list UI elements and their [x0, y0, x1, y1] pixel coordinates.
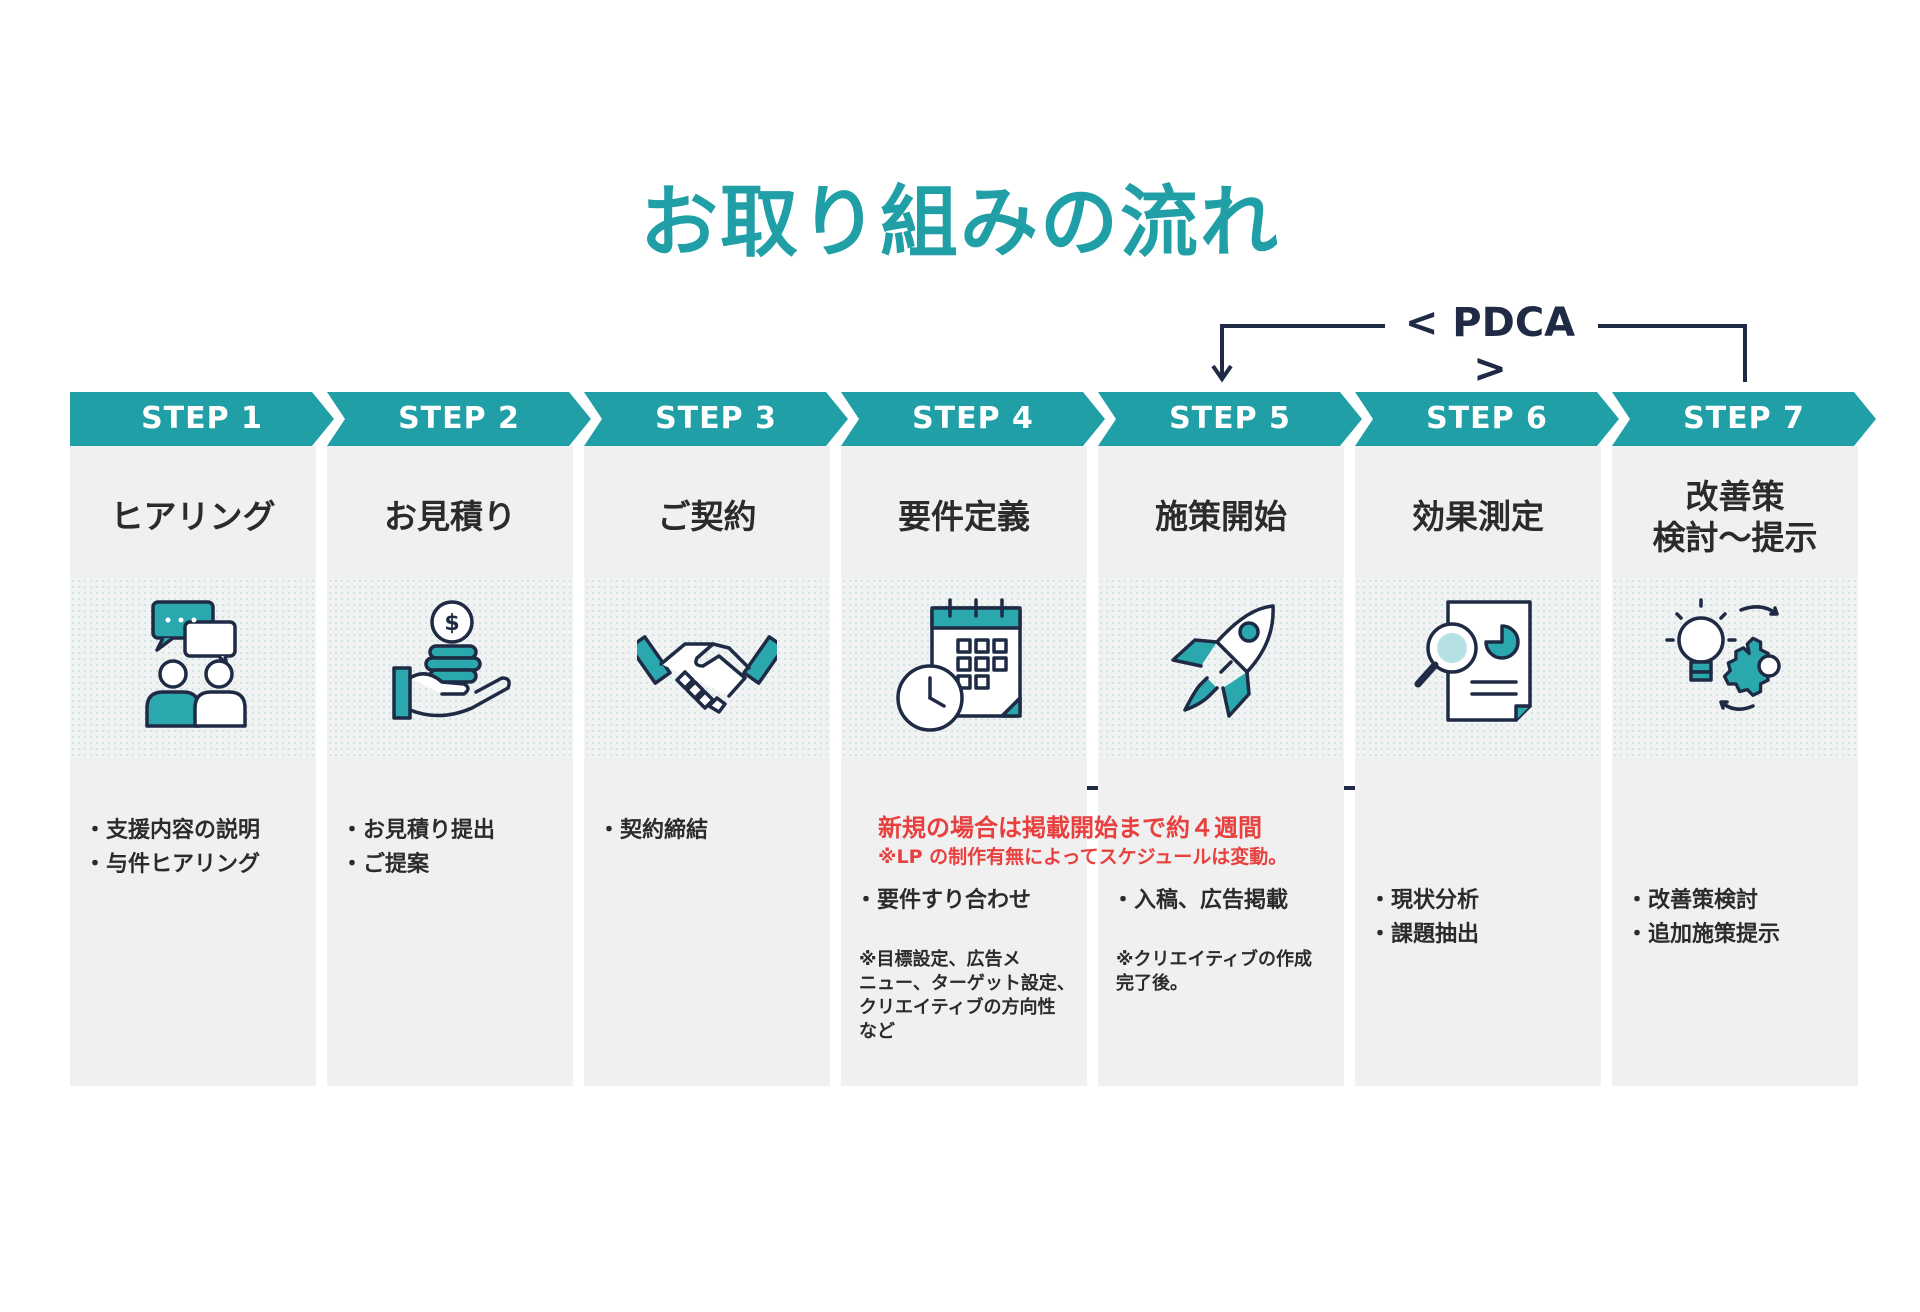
bullet-list: ・入稿、広告掲載 — [1112, 884, 1336, 918]
step-5-bar: STEP 5 — [1098, 392, 1362, 446]
list-item: ・ご提案 — [341, 852, 430, 877]
bullet-list: ・改善策検討 ・追加施策提示 — [1626, 884, 1850, 952]
step-label: STEP 3 — [655, 401, 777, 436]
step-6-panel: 効果測定 ・現状分析 ・課題抽出 — [1355, 446, 1601, 1086]
step-title: 要件定義 — [898, 497, 1030, 537]
pdca-label: < PDCA > — [1404, 300, 1576, 392]
list-item: ・改善策検討 — [1626, 888, 1759, 913]
step-title: ヒアリング — [110, 497, 276, 537]
step-3-bar: STEP 3 — [584, 392, 848, 446]
step-4-panel: 要件定義 ・要件すり合わせ ※目標設定、広告メ ニュー、ターゲット設定、 クリエ… — [841, 446, 1087, 1086]
bullet-list: ・契約締結 — [598, 814, 822, 848]
bullet-list: ・現状分析 ・課題抽出 — [1369, 884, 1593, 952]
step-note: ※目標設定、広告メ ニュー、ターゲット設定、 クリエイティブの方向性 など — [859, 949, 1075, 1042]
bullet-list: ・要件すり合わせ — [855, 884, 1079, 918]
timeline-note: 新規の場合は掲載開始まで約４週間 — [878, 814, 1262, 842]
step-title: ご契約 — [657, 497, 757, 537]
report-magnifier-icon — [1414, 600, 1532, 722]
list-item: ・支援内容の説明 — [84, 818, 261, 843]
step-7-bar: STEP 7 — [1612, 392, 1876, 446]
handshake-icon — [637, 635, 777, 714]
step-3-panel: ご契約 ・契約締結 — [584, 446, 830, 1086]
meeting-chat-icon — [145, 600, 247, 728]
step-6-bar: STEP 6 — [1355, 392, 1619, 446]
step-2-panel: お見積り $ ・お見積り提出 ・ご提案 — [327, 446, 573, 1086]
step-title: お見積り — [384, 497, 516, 537]
icon-band — [1612, 578, 1858, 758]
icon-band — [1098, 578, 1344, 758]
icon-band — [70, 578, 316, 758]
list-item: ・お見積り提出 — [341, 818, 496, 843]
step-4-bar: STEP 4 — [841, 392, 1105, 446]
rocket-icon — [1171, 604, 1275, 718]
icon-band — [841, 578, 1087, 758]
bullet-list: ・お見積り提出 ・ご提案 — [341, 814, 565, 882]
step-title: 効果測定 — [1412, 497, 1544, 537]
step-title: 施策開始 — [1155, 497, 1287, 537]
step-label: STEP 5 — [1169, 401, 1291, 436]
list-item: ・要件すり合わせ — [855, 888, 1032, 913]
step-7-panel: 改善策 検討〜提示 ・改善策検討 ・追加施策提示 — [1612, 446, 1858, 1086]
step-1-panel: ヒアリング ・支援内容の説明 ・与件ヒアリング — [70, 446, 316, 1086]
step-title: 改善策 検討〜提示 — [1652, 476, 1818, 557]
list-item: ・与件ヒアリング — [84, 852, 261, 877]
step-5-panel: 施策開始 ・入稿、広告掲載 ※クリエイティブの作成 完了後。 — [1098, 446, 1344, 1086]
list-item: ・課題抽出 — [1369, 922, 1480, 947]
step-1-bar: STEP 1 — [70, 392, 334, 446]
list-item: ・入稿、広告掲載 — [1112, 888, 1289, 913]
timeline-subnote: ※LP の制作有無によってスケジュールは変動。 — [878, 846, 1288, 868]
step-2-bar: STEP 2 — [327, 392, 591, 446]
icon-band — [584, 578, 830, 758]
icon-band: $ — [327, 578, 573, 758]
list-item: ・現状分析 — [1369, 888, 1480, 913]
step-label: STEP 4 — [912, 401, 1034, 436]
step-label: STEP 1 — [141, 401, 263, 436]
step-label: STEP 2 — [398, 401, 520, 436]
list-item: ・追加施策提示 — [1626, 922, 1781, 947]
calendar-clock-icon — [896, 598, 1022, 732]
page-title: お取り組みの流れ — [639, 178, 1280, 268]
hand-coins-icon: $ — [392, 600, 511, 720]
icon-band — [1355, 578, 1601, 758]
bullet-list: ・支援内容の説明 ・与件ヒアリング — [84, 814, 308, 882]
idea-gear-icon — [1665, 598, 1781, 711]
list-item: ・契約締結 — [598, 818, 709, 843]
step-label: STEP 7 — [1683, 401, 1805, 436]
step-note: ※クリエイティブの作成 完了後。 — [1116, 949, 1313, 994]
svg-text:$: $ — [444, 611, 459, 636]
step-label: STEP 6 — [1426, 401, 1548, 436]
